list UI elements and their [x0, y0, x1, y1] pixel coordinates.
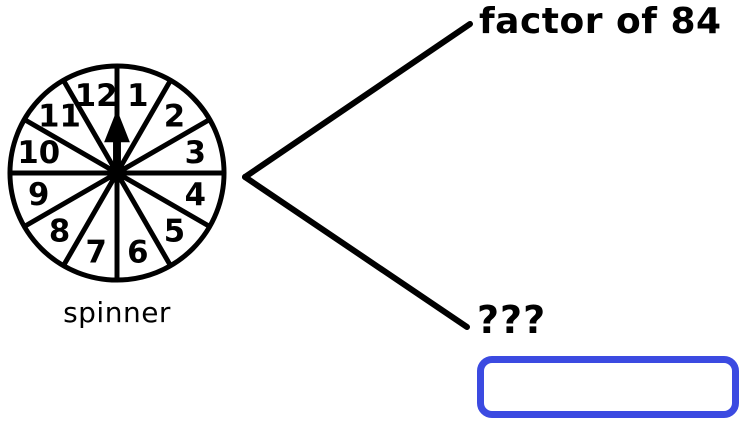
spinner-number: 12 — [75, 78, 118, 114]
spinner-number: 9 — [28, 177, 49, 213]
spinner-number: 10 — [17, 135, 60, 171]
top-branch-label: factor of 84 — [479, 1, 722, 42]
bottom-branch-label: ??? — [477, 298, 547, 342]
spinner-label: spinner — [63, 296, 171, 329]
spinner-arrow-icon — [104, 109, 130, 183]
spinner-number: 11 — [38, 99, 81, 135]
branch-line-top — [242, 21, 473, 180]
spinner-number: 1 — [127, 78, 148, 114]
spinner-numbers: 1 2 3 4 5 6 7 8 9 10 11 12 — [17, 78, 206, 271]
answer-input-box[interactable] — [477, 356, 739, 418]
spinner-number: 8 — [49, 214, 70, 250]
spinner-number: 5 — [164, 214, 185, 250]
spinner-wheel: 1 2 3 4 5 6 7 8 9 10 11 12 — [7, 63, 227, 283]
arrow-head — [104, 109, 130, 143]
branch-line-bottom — [242, 174, 470, 330]
spinner-number: 7 — [86, 234, 107, 270]
spinner-number: 6 — [127, 234, 148, 270]
spinner-number: 2 — [164, 99, 185, 135]
spinner-number: 4 — [185, 177, 206, 213]
spinner-number: 3 — [185, 135, 206, 171]
spinner-center-dot — [107, 163, 127, 183]
